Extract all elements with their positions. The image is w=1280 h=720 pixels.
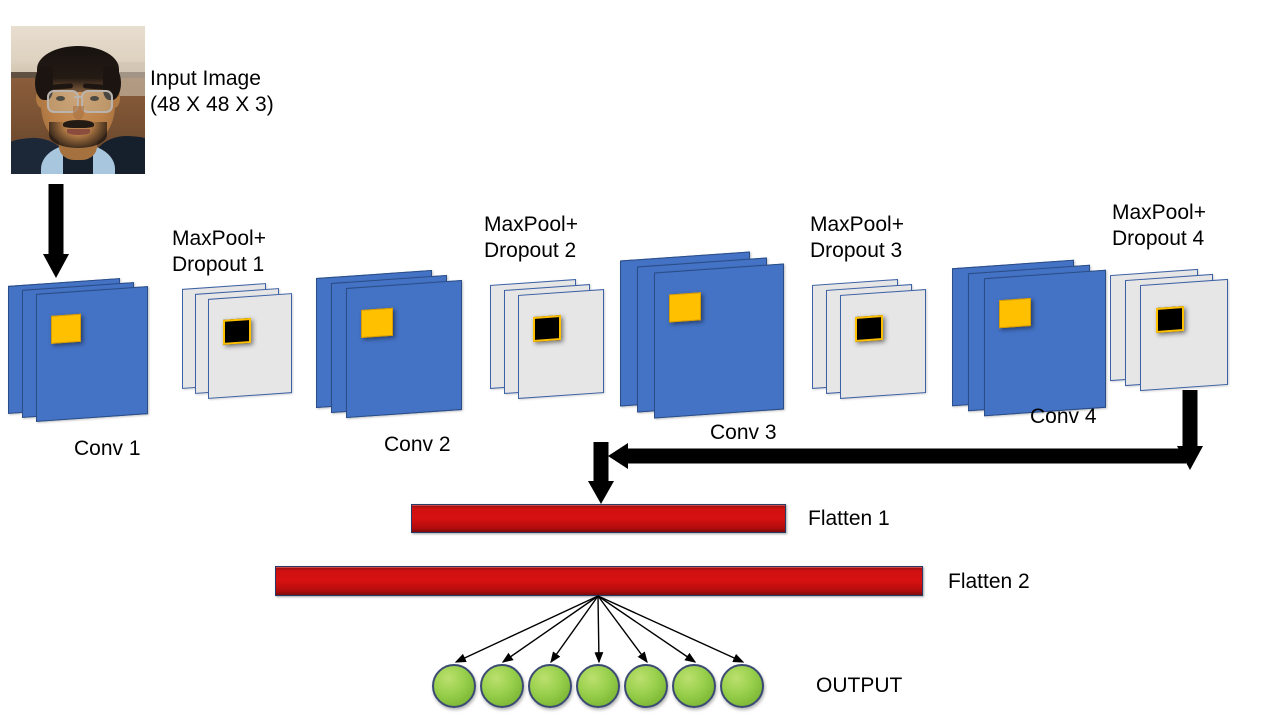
photo-glasses-bridge <box>74 96 83 98</box>
conv-layer-1-stack <box>8 276 158 422</box>
photo-glasses-lens-right <box>81 90 113 113</box>
output-node[interactable] <box>528 664 572 708</box>
photo-eye-left <box>56 96 65 101</box>
flatten-layer-1-label: Flatten 1 <box>808 507 890 530</box>
pool-layer-2-label-line1: MaxPool+ <box>484 213 578 236</box>
input-image-photo <box>11 26 145 174</box>
output-node[interactable] <box>432 664 476 708</box>
input-image-label-line1: Input Image <box>150 67 261 90</box>
flatten-layer-2-bar <box>275 566 923 596</box>
pool-layer-1-label-line2: Dropout 1 <box>172 253 265 276</box>
arrow-bus-down-to-flatten1 <box>583 442 619 504</box>
photo-moustache <box>63 120 94 128</box>
pool-layer-1-label-line1: MaxPool+ <box>172 227 266 250</box>
photo-mouth <box>67 129 90 135</box>
pool-layer-4-label-line2: Dropout 4 <box>1112 227 1205 250</box>
flatten-layer-2-label: Flatten 2 <box>948 570 1030 593</box>
conv-layer-1-label: Conv 1 <box>74 437 141 460</box>
conv-layer-4-label: Conv 4 <box>1030 405 1097 428</box>
conv-layer-2-label: Conv 2 <box>384 433 451 456</box>
pool-layer-3-stack <box>812 278 944 403</box>
pool-layer-2-stack <box>490 278 620 403</box>
input-image-label-line2: (48 X 48 X 3) <box>150 93 274 116</box>
arrow-input-to-conv1 <box>38 184 74 278</box>
output-node[interactable] <box>576 664 620 708</box>
arrow-bus-to-flatten1 <box>608 443 1186 469</box>
conv-layer-2-stack <box>316 268 476 419</box>
pool-layer-3-label-line1: MaxPool+ <box>810 213 904 236</box>
pool-layer-4-stack <box>1110 268 1244 396</box>
conv-layer-3-stack <box>620 250 800 420</box>
output-label: OUTPUT <box>816 674 903 697</box>
conv-layer-4-stack <box>952 258 1122 418</box>
pool-layer-2-label-line2: Dropout 2 <box>484 239 577 262</box>
pool-layer-3-label-line2: Dropout 3 <box>810 239 903 262</box>
conv-layer-3-label: Conv 3 <box>710 421 777 444</box>
output-node[interactable] <box>624 664 668 708</box>
flatten-layer-1-bar <box>411 504 786 533</box>
photo-eye-right <box>90 96 99 101</box>
pool-layer-1-stack <box>182 282 312 402</box>
output-node[interactable] <box>672 664 716 708</box>
output-node[interactable] <box>720 664 764 708</box>
arrow-maxpool4-down <box>1172 390 1208 470</box>
photo-glasses-lens-left <box>47 90 79 113</box>
output-node[interactable] <box>480 664 524 708</box>
pool-layer-4-label-line1: MaxPool+ <box>1112 201 1206 224</box>
photo-nose <box>73 106 84 120</box>
